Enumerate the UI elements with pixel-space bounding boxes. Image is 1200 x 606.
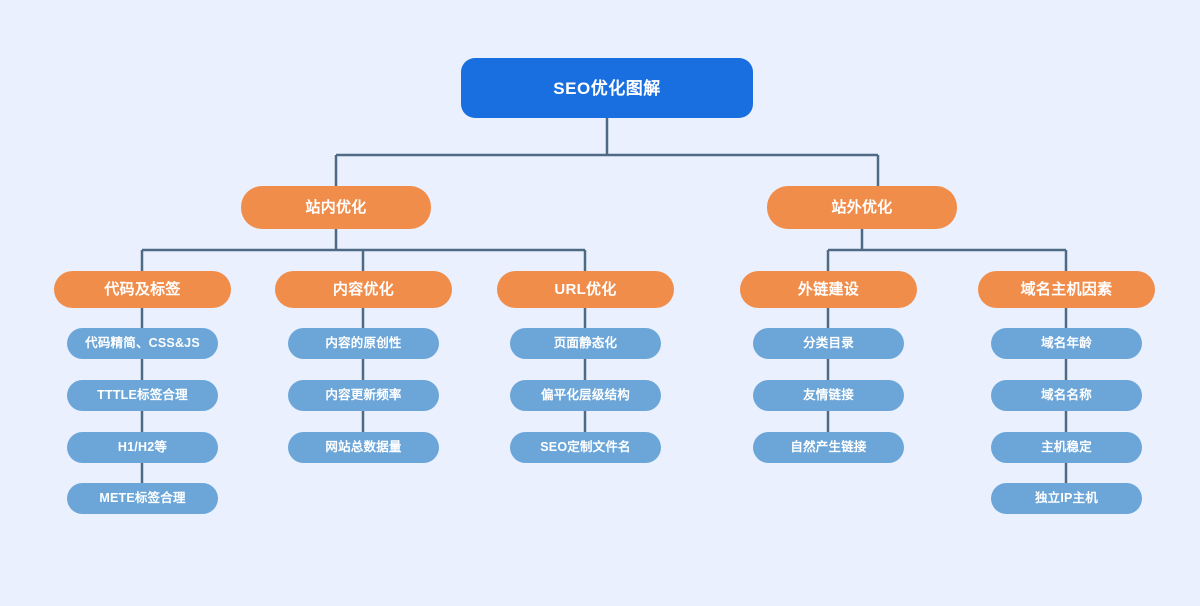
leaf-node-seo-filename[interactable]: SEO定制文件名 (510, 432, 661, 463)
leaf-node-code-minify[interactable]: 代码精简、CSS&JS (67, 328, 218, 359)
root-node-seo[interactable]: SEO优化图解 (461, 58, 753, 118)
leaf-node-natural-links[interactable]: 自然产生链接 (753, 432, 904, 463)
category-node-content-optimization[interactable]: 内容优化 (275, 271, 452, 308)
leaf-node-title-tag[interactable]: TTTLE标签合理 (67, 380, 218, 411)
leaf-node-domain-age[interactable]: 域名年龄 (991, 328, 1142, 359)
leaf-node-directory-category[interactable]: 分类目录 (753, 328, 904, 359)
leaf-node-content-originality[interactable]: 内容的原创性 (288, 328, 439, 359)
leaf-node-content-update-frequency[interactable]: 内容更新频率 (288, 380, 439, 411)
leaf-node-page-static[interactable]: 页面静态化 (510, 328, 661, 359)
leaf-node-flat-hierarchy[interactable]: 偏平化层级结构 (510, 380, 661, 411)
branch-node-offsite[interactable]: 站外优化 (767, 186, 957, 229)
leaf-node-domain-name[interactable]: 域名名称 (991, 380, 1142, 411)
category-node-code-and-tags[interactable]: 代码及标签 (54, 271, 231, 308)
leaf-node-meta-tag[interactable]: METE标签合理 (67, 483, 218, 514)
leaf-node-host-stability[interactable]: 主机稳定 (991, 432, 1142, 463)
category-node-domain-host[interactable]: 域名主机因素 (978, 271, 1155, 308)
leaf-node-friendly-links[interactable]: 友情链接 (753, 380, 904, 411)
leaf-node-heading-tags[interactable]: H1/H2等 (67, 432, 218, 463)
category-node-url-optimization[interactable]: URL优化 (497, 271, 674, 308)
leaf-node-site-total-data[interactable]: 网站总数据量 (288, 432, 439, 463)
leaf-node-dedicated-ip-host[interactable]: 独立IP主机 (991, 483, 1142, 514)
category-node-external-links[interactable]: 外链建设 (740, 271, 917, 308)
branch-node-onsite[interactable]: 站内优化 (241, 186, 431, 229)
